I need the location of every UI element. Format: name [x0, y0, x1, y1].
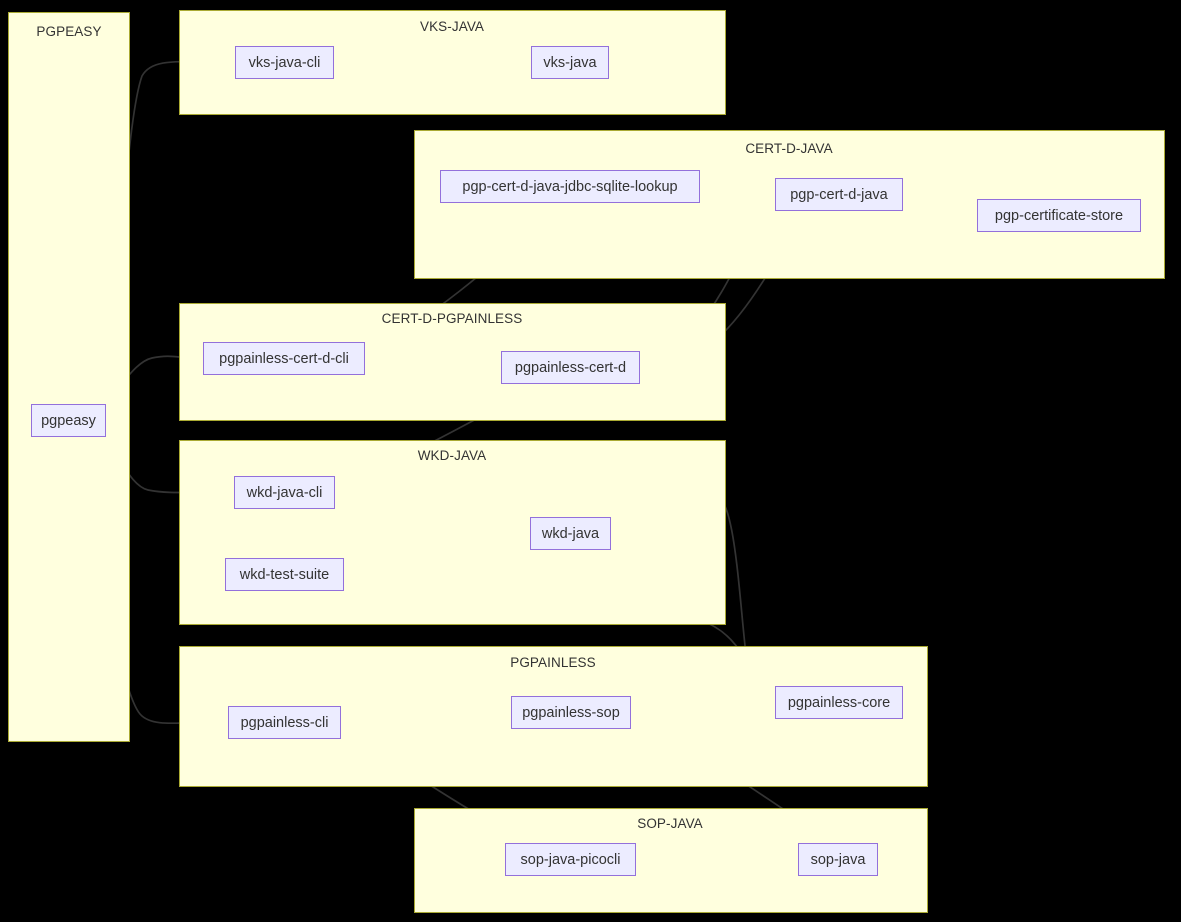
- node-pgpainless-cli[interactable]: pgpainless-cli: [228, 706, 341, 739]
- node-pgpainless-sop[interactable]: pgpainless-sop: [511, 696, 631, 729]
- node-pgp-cert-d-java-jdbc-sqlite-lookup[interactable]: pgp-cert-d-java-jdbc-sqlite-lookup: [440, 170, 700, 203]
- node-pgp-certificate-store[interactable]: pgp-certificate-store: [977, 199, 1141, 232]
- node-pgp-cert-d-java[interactable]: pgp-cert-d-java: [775, 178, 903, 211]
- cluster-label-pgpainless: PGPAINLESS: [510, 655, 596, 670]
- cluster-label-sop-java: SOP-JAVA: [637, 816, 703, 831]
- node-pgpainless-cert-d[interactable]: pgpainless-cert-d: [501, 351, 640, 384]
- node-sop-java[interactable]: sop-java: [798, 843, 878, 876]
- node-wkd-java-cli[interactable]: wkd-java-cli: [234, 476, 335, 509]
- node-pgpainless-cert-d-cli[interactable]: pgpainless-cert-d-cli: [203, 342, 365, 375]
- node-wkd-java[interactable]: wkd-java: [530, 517, 611, 550]
- cluster-label-vks-java: VKS-JAVA: [419, 19, 485, 34]
- cluster-label-pgpeasy: PGPEASY: [36, 24, 102, 39]
- cluster-label-wkd-java: WKD-JAVA: [417, 448, 487, 463]
- cluster-pgpeasy: [8, 12, 130, 742]
- node-wkd-test-suite[interactable]: wkd-test-suite: [225, 558, 344, 591]
- node-pgpainless-core[interactable]: pgpainless-core: [775, 686, 903, 719]
- node-sop-java-picocli[interactable]: sop-java-picocli: [505, 843, 636, 876]
- cluster-wkd-java: [179, 440, 726, 625]
- cluster-label-cert-d-pgpainless: CERT-D-PGPAINLESS: [381, 311, 523, 326]
- cluster-label-cert-d-java: CERT-D-JAVA: [745, 141, 833, 156]
- node-vks-java[interactable]: vks-java: [531, 46, 609, 79]
- node-vks-java-cli[interactable]: vks-java-cli: [235, 46, 334, 79]
- node-pgpeasy[interactable]: pgpeasy: [31, 404, 106, 437]
